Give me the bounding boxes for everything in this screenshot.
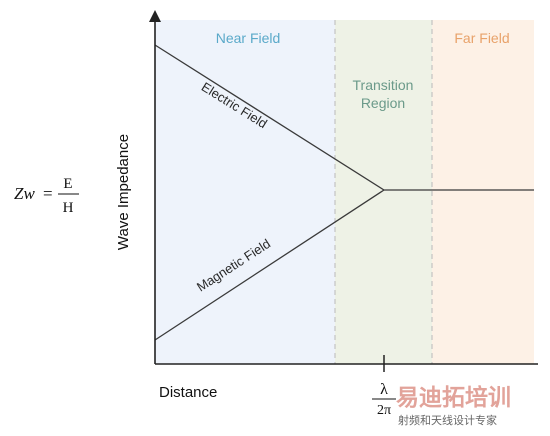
- transition-label-line1: Transition: [353, 77, 414, 93]
- formula-numerator: E: [63, 176, 72, 192]
- x-axis-label: Distance: [159, 384, 217, 401]
- watermark-subtitle: 射频和天线设计专家: [398, 413, 497, 427]
- near-field-label: Near Field: [216, 30, 281, 46]
- far-field-label: Far Field: [454, 30, 509, 46]
- magnetic-field-curve: [154, 189, 385, 341]
- lambda-denominator: 2π: [377, 403, 391, 418]
- y-axis-arrowhead: [149, 10, 161, 22]
- far-field-region: [432, 20, 534, 364]
- formula-denominator: H: [63, 200, 74, 216]
- transition-region: [335, 20, 432, 364]
- formula-equals: =: [43, 184, 53, 203]
- lambda-numerator: λ: [380, 381, 388, 398]
- transition-label-line2: Region: [361, 95, 405, 111]
- y-axis-label: Wave Impedance: [115, 134, 132, 250]
- watermark-logo: 易迪拓培训: [396, 384, 511, 410]
- near-field-region: [155, 20, 335, 364]
- formula-lhs: Zw: [14, 184, 35, 203]
